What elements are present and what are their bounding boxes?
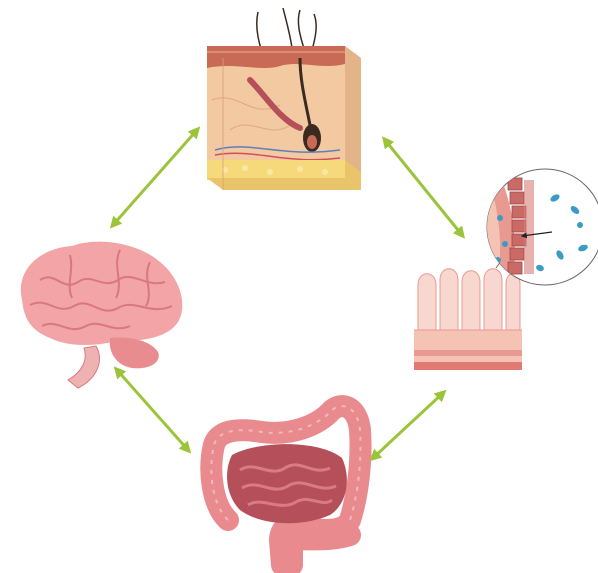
arrow-mucosa-gut: [373, 393, 443, 458]
brain-icon: [21, 242, 182, 388]
arrow-skin-mucosa: [385, 140, 462, 235]
arrow-gut-brain: [117, 370, 188, 450]
intestine-icon: [211, 406, 360, 565]
arrow-brain-skin: [113, 130, 197, 225]
skin-cross-section-icon: [207, 8, 361, 190]
